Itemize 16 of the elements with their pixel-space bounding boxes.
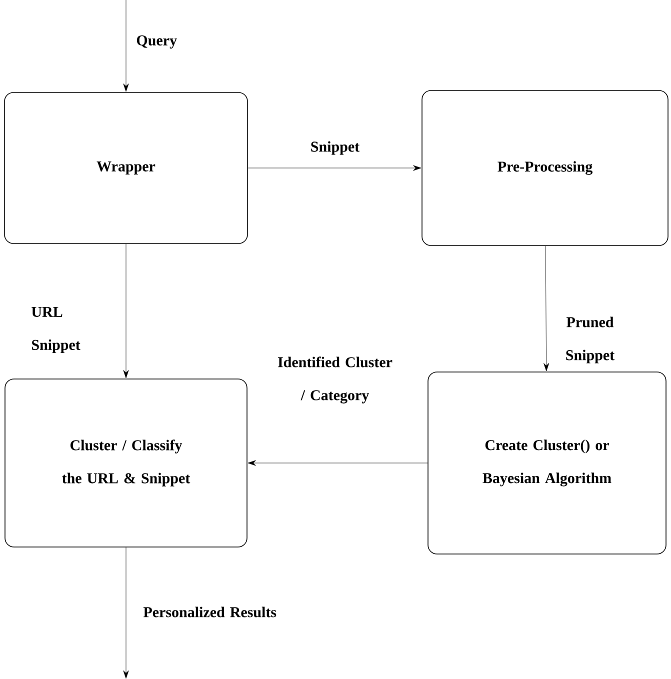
edge-label: Pruned Snippet [566,316,615,364]
edge-label: Personalized Results [143,606,276,618]
edge-label: Identified Cluster / Category [278,356,392,404]
process-box: Cluster / Classify the URL & Snippet [4,378,248,548]
arrow [248,460,428,466]
edge-label: URL Snippet [32,307,80,354]
process-box: Create Cluster() or Bayesian Algorithm [428,372,666,554]
edge-label: Snippet [311,141,360,155]
arrow [248,165,422,171]
arrow [123,0,129,92]
edge-label: Query [136,35,177,49]
process-box: Pre-Processing [422,90,668,246]
arrow [544,246,550,372]
arrow [123,547,129,679]
process-box: Wrapper [4,92,248,244]
arrow [123,244,129,378]
